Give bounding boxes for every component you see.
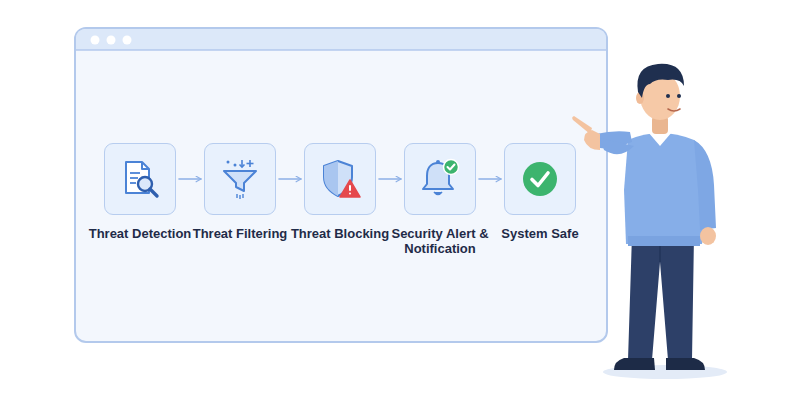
window-dot (91, 36, 100, 45)
process-step: System Safe (490, 143, 590, 241)
icon-box (304, 143, 376, 215)
icon-box (504, 143, 576, 215)
icon-box (204, 143, 276, 215)
process-step: Threat Blocking (289, 143, 392, 241)
window-header (76, 29, 606, 50)
window-panel (75, 28, 607, 342)
window-header-line (76, 49, 606, 51)
process-step: Threat Filtering (190, 143, 290, 241)
icon-box (404, 143, 476, 215)
step-label: Threat Filtering (193, 226, 288, 241)
step-label: Security Alert & Notification (388, 226, 492, 256)
flow-arrow (179, 178, 201, 180)
flow-arrow (479, 178, 501, 180)
step-label: Threat Blocking (291, 226, 389, 241)
icon-box (104, 143, 176, 215)
process-step: Security Alert & Notification (388, 143, 492, 256)
flow-arrow (379, 178, 401, 180)
window-dot (107, 36, 116, 45)
step-label: System Safe (501, 226, 578, 241)
person-figure (572, 64, 727, 379)
flow-arrow (279, 178, 301, 180)
step-label: Threat Detection (89, 226, 192, 241)
window-dot (123, 36, 132, 45)
process-step: Threat Detection (88, 143, 192, 241)
